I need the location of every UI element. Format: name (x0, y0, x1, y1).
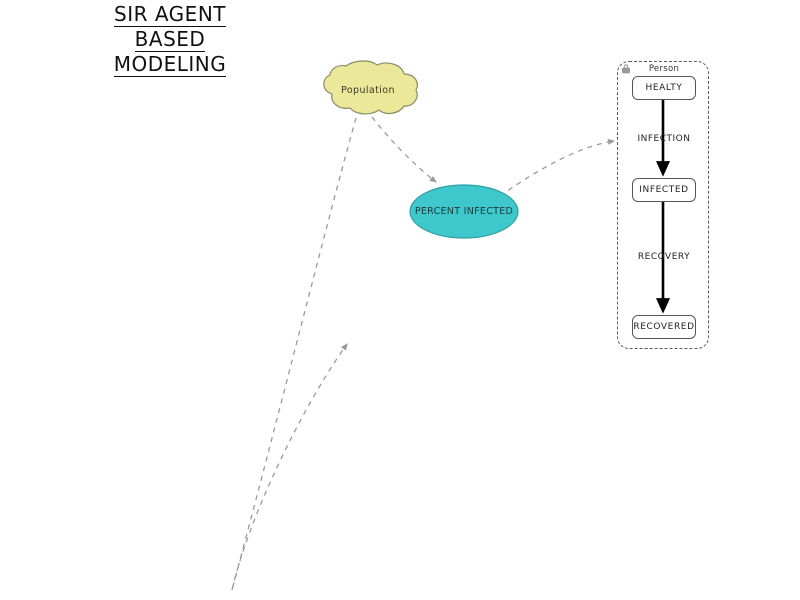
transition-label-recovery: RECOVERY (637, 252, 691, 262)
percent-infected-node[interactable]: PERCENT INFECTED (410, 185, 518, 238)
state-box-infected[interactable]: INFECTED (632, 178, 696, 202)
population-node[interactable]: Population (318, 62, 418, 118)
state-box-recovered[interactable]: RECOVERED (632, 315, 696, 339)
page-title: SIR AGENT BASED MODELING (60, 2, 280, 77)
connector-population-to-percent (371, 116, 437, 183)
title-line-3: MODELING (113, 52, 227, 77)
title-line-1: SIR AGENT (114, 2, 226, 27)
connector-population-to-offscreen (231, 117, 357, 591)
transition-label-infection: INFECTION (637, 134, 691, 144)
population-cloud-shape[interactable] (323, 60, 418, 115)
state-box-healty[interactable]: HEALTY (632, 76, 696, 100)
title-line-2: BASED (134, 27, 206, 52)
percent-infected-ellipse-shape[interactable] (409, 184, 519, 239)
connector-offscreen-to-canvas (231, 343, 348, 591)
lock-icon (622, 64, 630, 74)
person-container[interactable]: Person HEALTY INFECTION INFECTED RECOVER… (617, 61, 709, 349)
person-container-label: Person (648, 64, 680, 74)
percent-infected-label: PERCENT INFECTED (414, 206, 514, 217)
population-label: Population (341, 84, 395, 96)
